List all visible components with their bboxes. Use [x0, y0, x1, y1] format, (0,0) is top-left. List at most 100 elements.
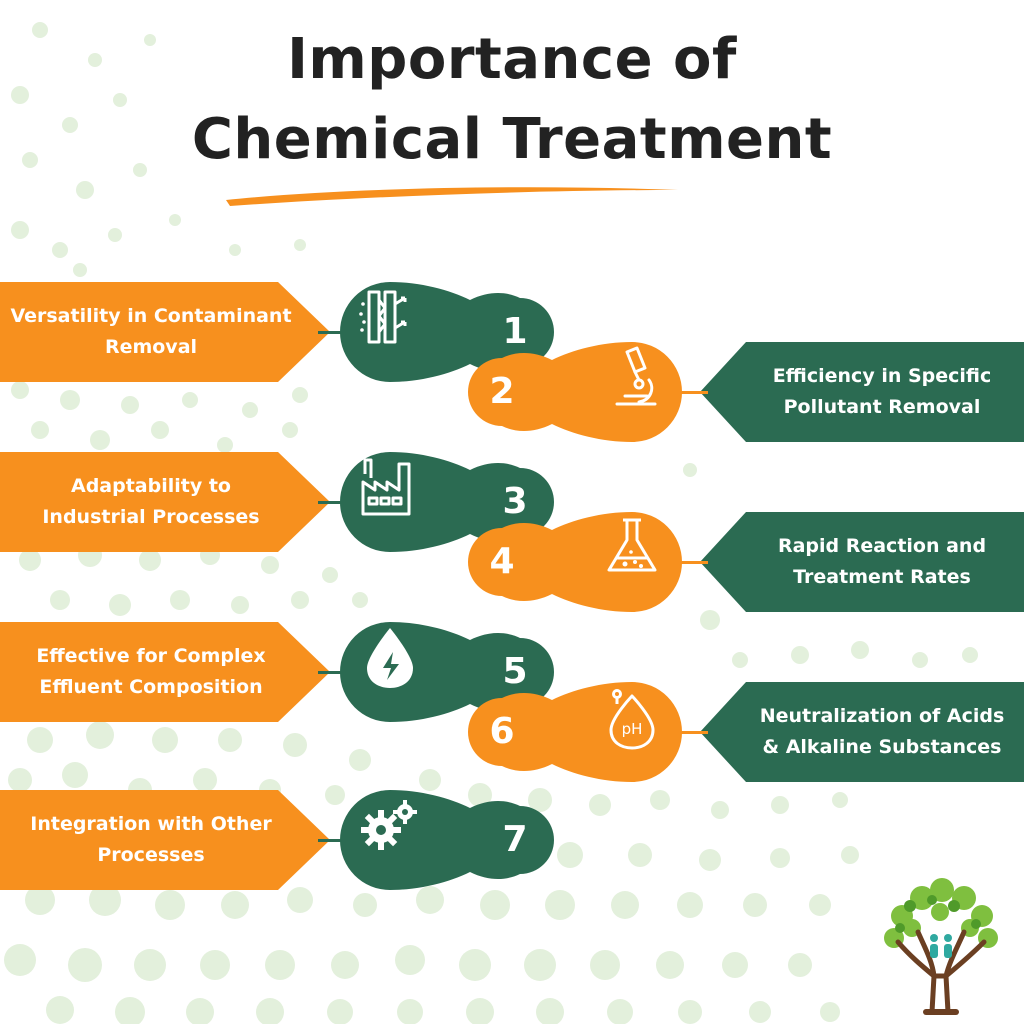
background-dot: [27, 727, 53, 753]
background-dot: [52, 242, 68, 258]
background-dot: [292, 387, 308, 403]
background-dot: [656, 951, 684, 979]
filter-icon: [359, 290, 407, 344]
background-dot: [265, 950, 295, 980]
background-dot: [419, 769, 441, 791]
background-dot: [19, 549, 41, 571]
connector-line: [318, 501, 348, 504]
background-dot: [349, 749, 371, 771]
background-dot: [282, 422, 298, 438]
background-dot: [397, 999, 423, 1024]
background-dot: [557, 842, 583, 868]
background-dot: [683, 463, 697, 477]
background-dot: [121, 396, 139, 414]
background-dot: [62, 117, 78, 133]
background-dot: [31, 421, 49, 439]
benefit-label-line-2: Industrial Processes: [42, 506, 260, 528]
background-dot: [628, 843, 652, 867]
background-dot: [791, 646, 809, 664]
background-dot: [283, 733, 307, 757]
background-dot: [480, 890, 510, 920]
background-dot: [353, 893, 377, 917]
background-dot: [611, 891, 639, 919]
background-dot: [851, 641, 869, 659]
connector-line: [318, 671, 348, 674]
background-dot: [151, 421, 169, 439]
background-dot: [416, 886, 444, 914]
gears-icon: [361, 800, 417, 850]
number-bubble-7: 7: [340, 790, 554, 890]
background-dot: [109, 594, 131, 616]
benefit-label-line-1: Adaptability to: [70, 475, 231, 497]
background-dot: [231, 596, 249, 614]
benefit-label-line-2: Effluent Composition: [39, 676, 263, 698]
background-dot: [144, 34, 156, 46]
background-dot: [607, 999, 633, 1024]
background-dot: [11, 86, 29, 104]
bubble-shape: [468, 342, 682, 442]
background-dot: [229, 244, 241, 256]
background-dot: [200, 950, 230, 980]
background-dot: [11, 381, 29, 399]
benefit-banner-3: Adaptability to Industrial Processes: [0, 452, 330, 552]
benefit-label-line-2: Pollutant Removal: [783, 396, 981, 418]
benefit-number: 7: [502, 819, 528, 860]
bubble-shape: [468, 682, 682, 782]
benefit-label-line-2: Processes: [97, 844, 205, 866]
title-underline: [226, 187, 678, 206]
connector-line: [318, 839, 348, 842]
background-dot: [169, 214, 181, 226]
benefit-label: Neutralization of Acids& Alkaline Substa…: [760, 701, 1005, 763]
benefit-number: 2: [489, 371, 515, 412]
background-dot: [68, 948, 102, 982]
background-dot: [545, 890, 575, 920]
benefit-label: Adaptability to Industrial Processes: [42, 471, 259, 533]
background-dot: [73, 263, 87, 277]
background-dot: [536, 998, 564, 1024]
background-dot: [291, 591, 309, 609]
number-bubble-2: 2: [468, 342, 682, 442]
background-dot: [589, 794, 611, 816]
flask-icon: [607, 518, 657, 572]
connector-line: [678, 731, 708, 734]
background-dot: [678, 1000, 702, 1024]
bubble-shape: [340, 452, 554, 552]
connector-line: [318, 331, 348, 334]
background-dot: [25, 885, 55, 915]
background-dot: [139, 549, 161, 571]
benefit-label-line-1: Versatility in Contaminant: [10, 305, 292, 327]
benefit-number: 1: [502, 311, 528, 352]
connector-line: [678, 561, 708, 564]
benefit-number: 5: [502, 651, 528, 692]
background-dot: [11, 221, 29, 239]
background-dot: [115, 997, 145, 1024]
background-dot: [325, 785, 345, 805]
background-dot: [133, 163, 147, 177]
page-title-line-2: Chemical Treatment: [191, 107, 833, 172]
benefit-label-line-1: Integration with Other: [30, 813, 272, 835]
background-dot: [152, 727, 178, 753]
water-energy-icon: [367, 628, 413, 688]
connector-line: [678, 391, 708, 394]
background-dot: [256, 998, 284, 1024]
background-dot: [322, 567, 338, 583]
background-dot: [743, 893, 767, 917]
background-dot: [841, 846, 859, 864]
background-dot: [221, 891, 249, 919]
background-dot: [76, 181, 94, 199]
benefit-number: 4: [489, 541, 515, 582]
background-dot: [677, 892, 703, 918]
background-dot: [294, 239, 306, 251]
background-dot: [242, 402, 258, 418]
ph-label: pH: [622, 720, 643, 738]
background-dot: [711, 801, 729, 819]
background-dot: [90, 430, 110, 450]
background-dot: [261, 556, 279, 574]
